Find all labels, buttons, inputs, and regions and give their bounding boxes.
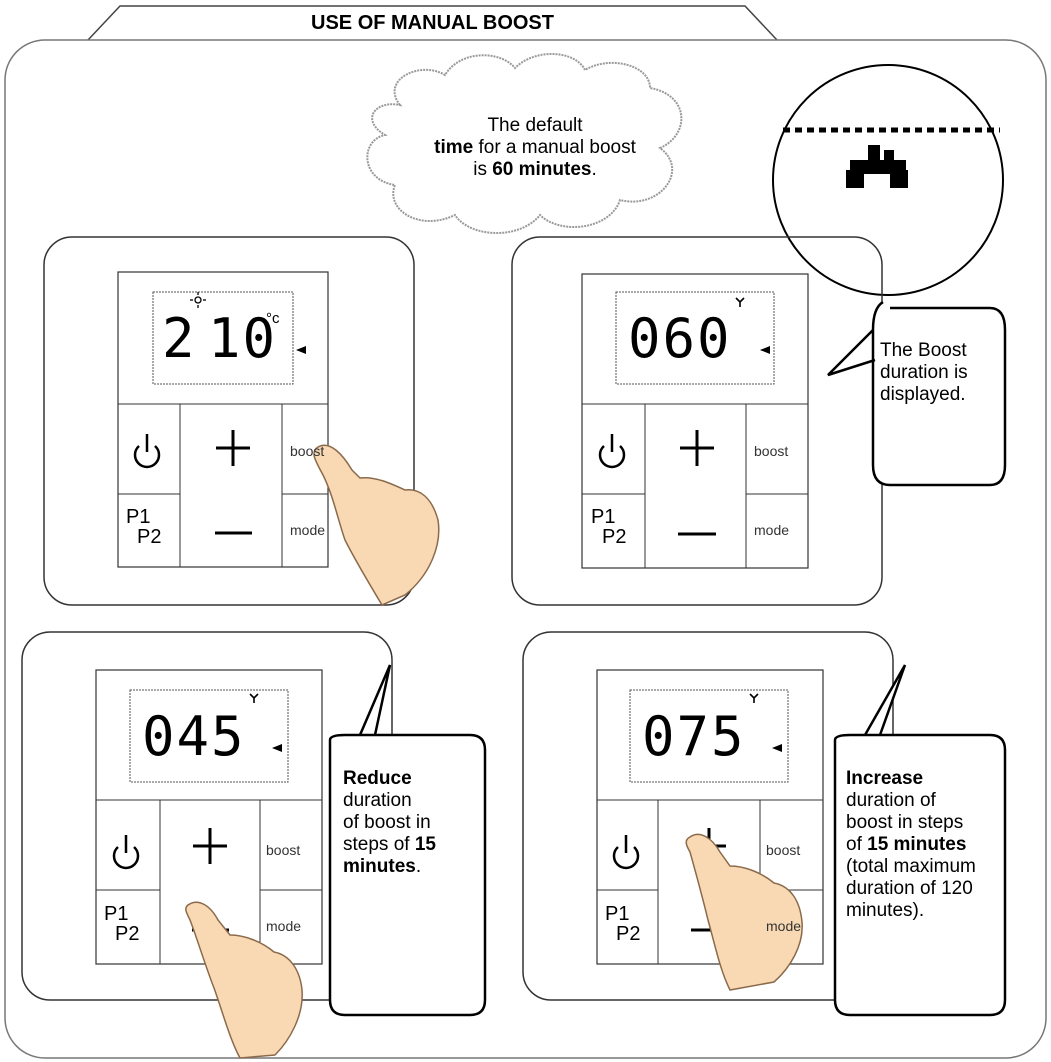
- panel-1-mode-button[interactable]: mode: [290, 522, 326, 538]
- callout-reduce-bold: Reduce: [343, 768, 412, 789]
- callout-increase-line-7: minutes).: [846, 900, 925, 921]
- callout-boost-line-3: displayed.: [880, 384, 966, 405]
- callout-reduce-line-4-pre: steps of: [343, 834, 415, 855]
- callout-increase-line-4-pre: of: [846, 834, 868, 855]
- fan-icon: [249, 297, 759, 703]
- panel-1-display-main: 2: [162, 307, 197, 370]
- panel-2-mode-button[interactable]: mode: [754, 522, 790, 538]
- panel-1-body: [117, 271, 329, 568]
- panel-3-p2-label[interactable]: P2: [115, 923, 140, 945]
- panel-1-p1-label[interactable]: P1: [126, 506, 151, 528]
- callout-increase-bubble: [833, 664, 1007, 1017]
- page-title: USE OF MANUAL BOOST: [311, 12, 554, 34]
- cloud-line-3-post: .: [591, 159, 597, 180]
- callout-increase-line-6: duration of 120: [846, 878, 973, 899]
- zoom-circle: [772, 64, 1004, 296]
- callout-increase-bold: Increase: [846, 768, 924, 789]
- panel-1-frame: [43, 236, 415, 606]
- callout-reduce-bubble: [328, 664, 487, 1017]
- callout-boost-text: The Boost duration is displayed.: [880, 340, 1000, 406]
- panel-1-lcd: [152, 291, 294, 385]
- callout-boost-bubble: [827, 300, 1007, 487]
- panel-4-display: 075: [642, 705, 746, 768]
- panel-4-body: [596, 669, 824, 965]
- panel-4-lcd: [629, 689, 789, 783]
- callout-reduce-line-5-post: .: [415, 856, 422, 877]
- fan-icon: [846, 145, 908, 188]
- panel-2-p2-label[interactable]: P2: [602, 526, 627, 548]
- hand-pointer-icon: [185, 444, 803, 1059]
- cloud-text: The default time for a manual boost is 6…: [390, 115, 680, 181]
- panel-1-display-unit: °c: [266, 310, 280, 327]
- callout-increase-line-3: boost in steps: [846, 812, 964, 833]
- callout-increase-line-2: duration of: [846, 790, 936, 811]
- callout-reduce-line-5-bold: minutes: [343, 856, 416, 877]
- panel-2-boost-button[interactable]: boost: [754, 443, 789, 459]
- panel-4-p2-label[interactable]: P2: [616, 923, 641, 945]
- outer-frame: [4, 39, 1047, 1059]
- panel-1-display-decimal: 10: [208, 307, 278, 370]
- panel-3-p1-label[interactable]: P1: [104, 903, 129, 925]
- callout-reduce-line-4-bold: 15: [414, 834, 436, 855]
- cloud-line-2-rest: for a manual boost: [473, 137, 636, 158]
- callout-boost-line-2: duration is: [880, 362, 968, 383]
- cloud-line-2-bold: time: [434, 137, 474, 158]
- callout-increase-line-5: (total maximum: [846, 856, 976, 877]
- panel-2-display: 060: [628, 307, 732, 370]
- panel-2-lcd: [615, 291, 775, 385]
- panel-2-p1-label[interactable]: P1: [591, 506, 616, 528]
- callout-reduce-line-3: of boost in: [343, 812, 431, 833]
- callout-increase-line-4-bold: 15 minutes: [867, 834, 967, 855]
- callout-increase-text: Increase duration of boost in steps of 1…: [846, 768, 1006, 922]
- cloud-line-3-pre: is: [473, 159, 493, 180]
- callout-reduce-line-2: duration: [343, 790, 412, 811]
- callout-reduce-text: Reduce duration of boost in steps of 15 …: [343, 768, 483, 878]
- cloud-bubble: [366, 53, 683, 234]
- signal-icon: [272, 346, 782, 752]
- panel-4-p1-label[interactable]: P1: [605, 903, 630, 925]
- callout-boost-line-1: The Boost: [880, 340, 967, 361]
- cloud-line-1: The default: [487, 115, 583, 136]
- panel-1-p2-label[interactable]: P2: [137, 526, 162, 548]
- panel-3-lcd: [129, 689, 289, 783]
- panel-3-display: 045: [142, 705, 246, 768]
- panel-4-boost-button[interactable]: boost: [766, 842, 801, 858]
- power-icon: [112, 434, 640, 870]
- panel-3-boost-button[interactable]: boost: [266, 842, 301, 858]
- panel-1-boost-button[interactable]: boost: [290, 443, 325, 459]
- title-tab: [87, 5, 778, 41]
- panel-3-mode-button[interactable]: mode: [266, 918, 302, 934]
- cloud-line-3-bold: 60 minutes: [492, 159, 592, 180]
- panel-4-mode-button[interactable]: mode: [766, 918, 802, 934]
- panel-2-body: [581, 273, 809, 569]
- sun-icon: [190, 292, 206, 308]
